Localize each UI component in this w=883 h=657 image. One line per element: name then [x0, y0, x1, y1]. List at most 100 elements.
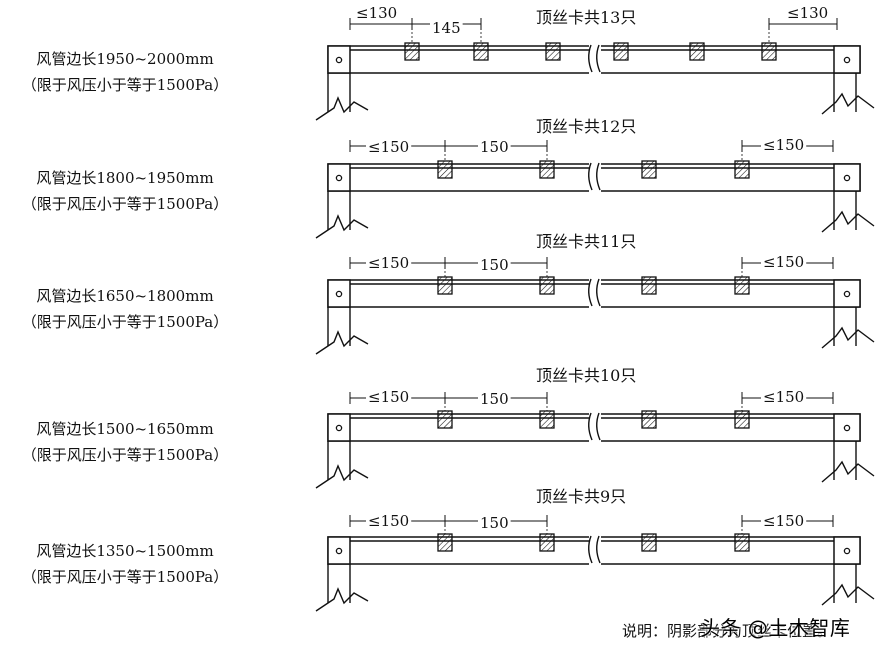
row-5-right-break-line	[821, 583, 875, 606]
row-4-left-end-dim: ≤150	[368, 388, 409, 406]
row-2-left-end-dim: ≤150	[368, 138, 409, 156]
row-2-right-break-line	[821, 210, 875, 233]
row-2-break-curve-right	[596, 162, 601, 191]
row-3-left-break-line	[315, 330, 369, 355]
row-5-clamp-3	[641, 533, 657, 552]
row-2-right-end-dim: ≤150	[763, 136, 804, 154]
row-1-left-break-line	[315, 96, 369, 121]
row-3-label: 风管边长1650~1800mm （限于风压小于等于1500Pa）	[0, 283, 250, 335]
row-5-left-bolt-hole	[335, 547, 343, 555]
row-1-break-curve-left	[588, 44, 593, 73]
row-4-pressure-text: （限于风压小于等于1500Pa）	[21, 446, 229, 464]
text-mask	[478, 138, 511, 156]
row-4-break-curve-right	[596, 412, 601, 441]
row-1-right-bolt-hole	[843, 56, 851, 64]
row-2-spacing-dim: 150	[480, 138, 509, 156]
row-1-size-text: 风管边长1950~2000mm	[36, 50, 214, 68]
text-mask	[478, 514, 511, 532]
row-5-size-text: 风管边长1350~1500mm	[36, 542, 214, 560]
row-4-right-break-line	[821, 460, 875, 483]
row-3-spacing-dim: 150	[480, 256, 509, 274]
text-mask	[761, 388, 807, 406]
row-2-clamp-3	[641, 160, 657, 179]
row-4-title: 顶丝卡共10只	[536, 366, 636, 385]
row-5-left-end-cap	[327, 536, 351, 565]
row-2-title: 顶丝卡共12只	[536, 117, 636, 136]
row-3-size-text: 风管边长1650~1800mm	[36, 287, 214, 305]
text-mask	[761, 512, 807, 530]
row-5-left-end-dim: ≤150	[368, 512, 409, 530]
text-mask	[785, 4, 831, 22]
row-1-right-end-cap	[833, 45, 861, 74]
row-4-right-end-cap	[833, 413, 861, 442]
row-1-clamp-6	[761, 42, 777, 61]
row-5-spacing-dim: 150	[480, 514, 509, 532]
row-2-size-text: 风管边长1800~1950mm	[36, 169, 214, 187]
row-2-label: 风管边长1800~1950mm （限于风压小于等于1500Pa）	[0, 165, 250, 217]
row-1-pressure-text: （限于风压小于等于1500Pa）	[21, 76, 229, 94]
row-5-title: 顶丝卡共9只	[536, 487, 626, 506]
row-4-clamp-1	[437, 410, 453, 429]
text-mask	[366, 254, 412, 272]
row-5-right-end-dim: ≤150	[763, 512, 804, 530]
row-2-left-break-line	[315, 214, 369, 239]
row-1-break-curve-right	[596, 44, 601, 73]
text-mask	[478, 256, 511, 274]
row-4-size-text: 风管边长1500~1650mm	[36, 420, 214, 438]
row-4-right-bolt-hole	[843, 424, 851, 432]
row-4-label: 风管边长1500~1650mm （限于风压小于等于1500Pa）	[0, 416, 250, 468]
text-mask	[478, 390, 511, 408]
row-2-right-bolt-hole	[843, 174, 851, 182]
legend-note: 说明：阴影部分为顶丝卡位置。	[622, 622, 833, 640]
row-3-break-curve-left	[588, 278, 593, 307]
row-3-clamp-1	[437, 276, 453, 295]
text-mask	[354, 4, 400, 22]
row-2-clamp-1	[437, 160, 453, 179]
row-3-left-end-dim: ≤150	[368, 254, 409, 272]
row-4-clamp-2	[539, 410, 555, 429]
row-3-right-end-cap	[833, 279, 861, 308]
text-mask	[534, 117, 639, 136]
row-5-clamp-2	[539, 533, 555, 552]
text-mask	[366, 512, 412, 530]
text-mask	[761, 253, 807, 271]
row-4-clamp-3	[641, 410, 657, 429]
row-5-label: 风管边长1350~1500mm （限于风压小于等于1500Pa）	[0, 538, 250, 590]
row-4-left-break-line	[315, 464, 369, 489]
row-2-clamp-4	[734, 160, 750, 179]
row-5-left-break-line	[315, 587, 369, 612]
row-3-break-curve-right	[596, 278, 601, 307]
row-3-clamp-2	[539, 276, 555, 295]
row-5-clamp-4	[734, 533, 750, 552]
row-5-pressure-text: （限于风压小于等于1500Pa）	[21, 568, 229, 586]
row-5-break-curve-left	[588, 535, 593, 564]
row-2-break-curve-left	[588, 162, 593, 191]
row-3-right-end-dim: ≤150	[763, 253, 804, 271]
row-4-left-bolt-hole	[335, 424, 343, 432]
row-2-left-bolt-hole	[335, 174, 343, 182]
row-4-left-end-cap	[327, 413, 351, 442]
row-3-pressure-text: （限于风压小于等于1500Pa）	[21, 313, 229, 331]
text-mask	[534, 366, 639, 385]
row-4-break-curve-left	[588, 412, 593, 441]
row-5-right-end-cap	[833, 536, 861, 565]
row-1-clamp-4	[613, 42, 629, 61]
row-4-clamp-4	[734, 410, 750, 429]
row-1-clamp-3	[545, 42, 561, 61]
row-3-right-bolt-hole	[843, 290, 851, 298]
row-1-left-end-dim: ≤130	[356, 4, 397, 22]
row-2-pressure-text: （限于风压小于等于1500Pa）	[21, 195, 229, 213]
text-mask	[366, 138, 412, 156]
row-3-right-break-line	[821, 326, 875, 349]
row-5-clamp-1	[437, 533, 453, 552]
watermark: 头条 @土木智库	[700, 616, 851, 640]
text-mask	[366, 388, 412, 406]
row-2-left-end-cap	[327, 163, 351, 192]
row-1-title: 顶丝卡共13只	[536, 8, 636, 27]
row-1-left-end-cap	[327, 45, 351, 74]
row-5-right-bolt-hole	[843, 547, 851, 555]
text-mask	[534, 8, 639, 27]
row-1-left-bolt-hole	[335, 56, 343, 64]
row-3-clamp-4	[734, 276, 750, 295]
